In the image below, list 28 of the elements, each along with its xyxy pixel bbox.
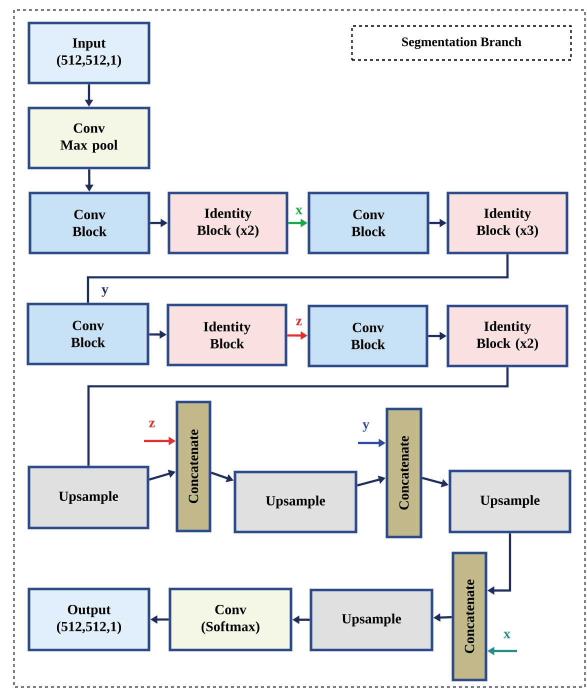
concatenate-bar: Concatenate (452, 552, 488, 682)
process-box: Conv Block (308, 192, 430, 254)
connector-line (87, 367, 509, 466)
connector-line (86, 254, 509, 303)
process-box: Upsample (310, 588, 434, 652)
process-box: Identity Block (x3) (446, 192, 568, 254)
edge-label: y (362, 421, 370, 433)
edge-label: z (294, 318, 304, 326)
process-box: Upsample (28, 466, 150, 530)
process-box: Conv Max pool (28, 106, 150, 170)
process-box: Output (512,512,1) (28, 588, 150, 652)
process-box: Conv Block (308, 304, 428, 368)
edge-label: y (100, 286, 110, 298)
process-box: Input (512,512,1) (28, 22, 150, 84)
process-box: Identity Block (166, 304, 288, 366)
process-box: Upsample (448, 470, 572, 534)
edge-label: z (148, 420, 156, 428)
concatenate-bar: Concatenate (176, 400, 212, 532)
title-box: Segmentation Branch (351, 25, 572, 61)
process-box: Upsample (234, 470, 358, 534)
process-box: Conv (Softmax) (168, 588, 292, 652)
process-box: Conv Block (26, 302, 150, 366)
edge-label: x (502, 630, 512, 640)
process-box: Conv Block (28, 192, 150, 254)
edge-label: x (294, 206, 304, 216)
concatenate-bar: Concatenate (386, 408, 422, 538)
process-box: Identity Block (x2) (446, 304, 568, 368)
process-box: Identity Block (x2) (168, 192, 288, 254)
